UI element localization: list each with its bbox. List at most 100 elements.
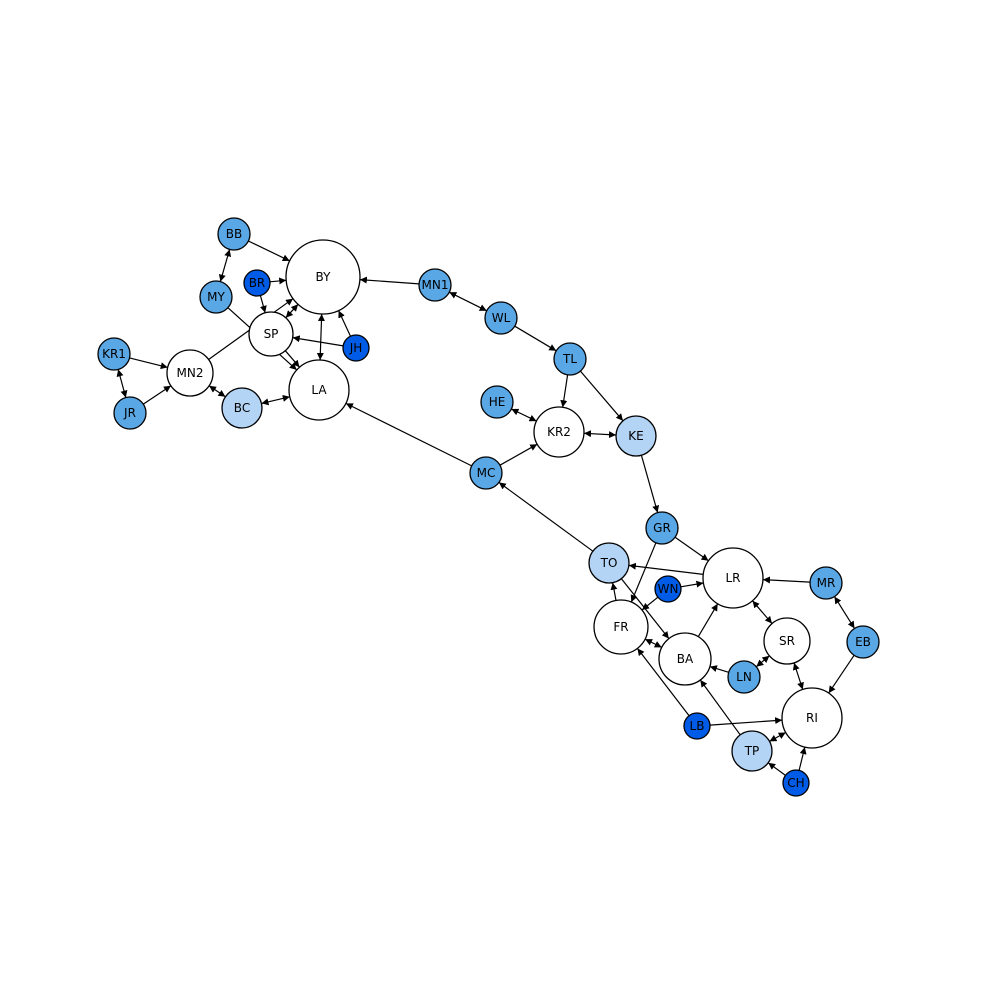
node-sp: SP — [248, 311, 294, 357]
edge-lr-to — [628, 562, 704, 575]
edge-tp-ri — [769, 731, 786, 742]
node-circle-tp — [731, 730, 773, 772]
edge-fr-to — [610, 582, 618, 601]
node-label-wn: WN — [658, 582, 679, 596]
node-circle-ke — [615, 415, 657, 457]
node-circle-lr — [702, 547, 764, 609]
edge-bc-la — [261, 394, 290, 406]
node-circle-kr2 — [533, 406, 585, 458]
node-kr1: KR1 — [97, 337, 131, 371]
node-tl: TL — [553, 342, 587, 376]
edge-jr-mn2 — [142, 385, 172, 405]
edge-lb-fr — [636, 648, 690, 717]
edge-br-by — [269, 277, 287, 285]
node-circle-br — [243, 269, 271, 297]
edge-wn-lr — [680, 580, 704, 588]
node-label-lr: LR — [725, 571, 740, 585]
node-bb: BB — [217, 217, 251, 251]
node-label-bb: BB — [226, 227, 242, 241]
edge-lb-ri — [709, 717, 783, 726]
node-by: BY — [285, 239, 361, 315]
edge-sp-by — [285, 303, 299, 319]
node-circle-ch — [782, 769, 810, 797]
node-label-lb: LB — [690, 719, 705, 733]
node-label-jr: JR — [123, 406, 136, 420]
node-label-gr: GR — [653, 521, 671, 535]
edge-kr1-mn2 — [129, 357, 168, 370]
edge-bb-my — [218, 249, 232, 282]
edge-tl-ke — [579, 370, 624, 422]
node-label-jh: JH — [349, 341, 363, 355]
node-label-mr: MR — [817, 576, 836, 590]
edge-sp-la — [284, 350, 300, 368]
node-circle-wn — [654, 575, 682, 603]
node-jh: JH — [342, 334, 370, 362]
node-label-br: BR — [249, 276, 266, 290]
node-lr: LR — [702, 547, 764, 609]
node-label-eb: EB — [855, 635, 871, 649]
node-kr2: KR2 — [533, 406, 585, 458]
node-circle-la — [288, 359, 350, 421]
node-he: HE — [480, 385, 514, 419]
edge-kr2-ke — [583, 430, 617, 439]
node-label-kr2: KR2 — [547, 425, 571, 439]
edge-gr-lr — [674, 536, 709, 562]
node-sr: SR — [763, 617, 811, 665]
edge-gr-fr — [630, 542, 657, 603]
node-label-by: BY — [316, 270, 332, 284]
edge-eb-ri — [828, 654, 855, 694]
edge-mr-lr — [762, 576, 811, 584]
node-label-tl: TL — [562, 352, 577, 366]
node-label-sr: SR — [779, 634, 795, 648]
node-ba: BA — [658, 632, 712, 686]
edge-he-kr2 — [511, 408, 537, 422]
node-circle-fr — [593, 599, 649, 655]
node-circle-to — [588, 542, 630, 584]
node-circle-sr — [763, 617, 811, 665]
node-label-ke: KE — [628, 429, 643, 443]
node-circle-jh — [342, 334, 370, 362]
edge-ln-ba — [709, 665, 729, 673]
node-ln: LN — [727, 660, 761, 694]
node-circle-bb — [217, 217, 251, 251]
edge-ln-sr — [755, 655, 770, 668]
node-circle-ln — [727, 660, 761, 694]
node-fr: FR — [593, 599, 649, 655]
edge-kr1-jr — [116, 369, 128, 398]
node-mr: MR — [809, 566, 843, 600]
edge-la-by — [316, 313, 325, 361]
node-circle-kr1 — [97, 337, 131, 371]
node-label-my: MY — [207, 290, 225, 304]
edge-to-mc — [498, 481, 594, 552]
node-circle-gr — [645, 511, 679, 545]
node-label-kr1: KR1 — [102, 347, 126, 361]
node-circle-my — [199, 280, 233, 314]
edge-fr-ba — [644, 638, 662, 648]
node-circle-mn1 — [418, 268, 452, 302]
node-circle-sp — [248, 311, 294, 357]
edge-br-sp — [259, 295, 267, 313]
node-wn: WN — [654, 575, 682, 603]
node-circle-mc — [469, 456, 503, 490]
edge-jh-by — [338, 310, 352, 337]
node-label-sp: SP — [264, 327, 279, 341]
node-tp: TP — [731, 730, 773, 772]
node-gr: GR — [645, 511, 679, 545]
node-label-wl: WL — [492, 311, 511, 325]
edge-tl-kr2 — [560, 374, 569, 408]
edge-ke-gr — [640, 455, 660, 513]
node-circle-he — [480, 385, 514, 419]
node-circle-lb — [683, 712, 711, 740]
node-mc: MC — [469, 456, 503, 490]
edge-mr-eb — [833, 596, 856, 629]
node-label-la: LA — [311, 383, 327, 397]
node-circle-mr — [809, 566, 843, 600]
node-circle-tl — [553, 342, 587, 376]
node-wl: WL — [484, 301, 518, 335]
edge-mc-kr2 — [499, 443, 538, 466]
node-bc: BC — [221, 387, 263, 429]
node-label-bc: BC — [234, 401, 250, 415]
node-label-mn1: MN1 — [422, 278, 449, 292]
edge-mn1-by — [359, 276, 420, 285]
